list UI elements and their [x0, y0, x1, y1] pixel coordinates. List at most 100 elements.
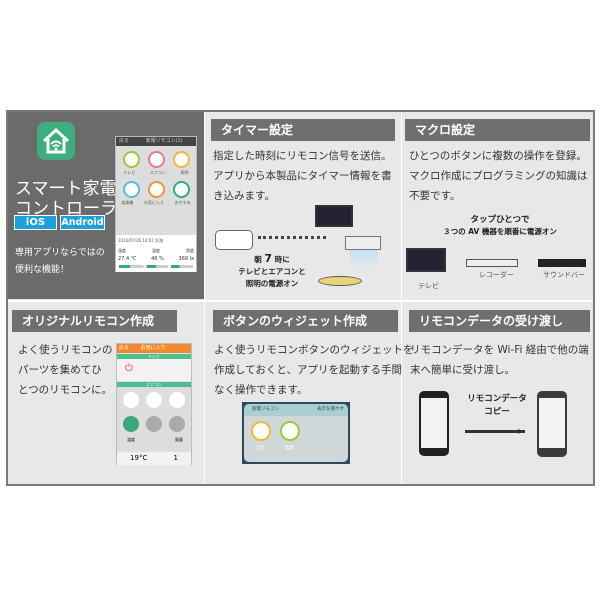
ios-badge: iOS [14, 215, 57, 230]
aircon-icon [345, 236, 381, 250]
timestamp: 2016/07/26 14:07 計測 [118, 238, 164, 243]
caption-text: ３つの AV 機器を順番に電源オン [443, 227, 557, 236]
cool-button[interactable] [123, 392, 139, 408]
text-line: とつのリモコンに。 [18, 384, 113, 396]
app-title-line1: スマート家電 [15, 179, 117, 199]
sensor-label: 温度 [118, 248, 126, 253]
text-line: 末へ簡単に受け渡し。 [410, 364, 515, 376]
device-label: お気に入り [143, 200, 164, 205]
fan-button[interactable] [169, 416, 185, 432]
text-line: 不要です。 [409, 190, 461, 202]
app-desc-line1: 専用アプリならではの [15, 248, 105, 258]
widget-preview: 家電リモコン 表示を増やす 全灯 電源 [242, 402, 350, 464]
section-tv: テレビ [117, 354, 191, 359]
timer-header: タイマー設定 [211, 119, 395, 141]
sensor-value: 369 lx [178, 256, 194, 262]
text-line: パーツを集めてひ [18, 364, 102, 376]
caption-text: 朝 [254, 255, 262, 264]
original-phone-screenshot: 戻る お気に入り テレビ ⏻ エアコン 温度 風量 19°C 1 [116, 343, 192, 465]
sensor-label: 湿度 [152, 248, 160, 253]
original-header: オリジナルリモコン作成 [12, 310, 177, 332]
text-line: き込みます。 [213, 190, 275, 202]
arrow-icon [465, 430, 525, 433]
heat-button[interactable] [146, 392, 162, 408]
text-line: リモコンデータを Wi-Fi 経由で他の端 [410, 344, 589, 356]
light-button[interactable] [251, 421, 271, 441]
macro-text: ひとつのボタンに複数の操作を登録。マクロ作成にプログラミングの知識は不要です。 [409, 146, 588, 206]
sensor-label: 照度 [186, 248, 194, 253]
source-phone [419, 391, 449, 456]
widget-title: 家電リモコン [252, 407, 279, 412]
phone-title: 家電リモコン(1) [145, 138, 183, 144]
section-aircon: エアコン [117, 382, 191, 387]
device-aircon[interactable] [148, 151, 165, 168]
transfer-header: リモコンデータの受け渡し [409, 310, 590, 332]
text-line: なく操作できます。 [214, 384, 308, 396]
caption-text: 照明の電源オン [245, 279, 299, 288]
text-line: よく使うリモコンの [18, 344, 113, 356]
power-button[interactable]: ⏻ [125, 363, 133, 374]
original-text: よく使うリモコンのパーツを集めてひとつのリモコンに。 [18, 340, 113, 400]
caption-text: リモコンデータ [467, 394, 527, 404]
app-icon [37, 122, 75, 160]
device-label: おやすみ [174, 200, 191, 205]
ceiling-light-icon [318, 276, 362, 286]
transfer-caption: リモコンデータコピー [462, 393, 532, 419]
label: 温度 [127, 437, 135, 442]
tv-icon [315, 205, 353, 227]
tv-icon [406, 248, 446, 272]
phone-back: 戻る [119, 345, 130, 351]
macro-caption: タップひとつで ３つの AV 機器を順番に電源オン [420, 214, 580, 238]
hub-device-icon [215, 230, 253, 250]
temp-value: 19°C [130, 454, 148, 462]
dry-button[interactable] [169, 392, 185, 408]
device-fan[interactable] [123, 181, 140, 198]
device-label: レコーダー [479, 271, 514, 279]
tv-button[interactable] [280, 421, 300, 441]
widget-header: ボタンのウィジェット作成 [213, 310, 398, 332]
text-line: マクロ作成にプログラミングの知識は [409, 170, 588, 182]
app-desc-line2: 便利な機能！ [15, 265, 70, 275]
caption-text: タップひとつで [470, 215, 530, 225]
text-line: 指定した時刻にリモコン信号を送信。 [213, 150, 392, 162]
device-label: サウンドバー [543, 271, 585, 279]
label: 風量 [175, 437, 183, 442]
device-favorite[interactable] [148, 181, 165, 198]
app-title-line2: コントローラ [15, 199, 117, 219]
app-phone-screenshot: 戻る 家電リモコン(1) テレビ エアコン 照明 扇風機 お気に入り おやすみ 2016… [115, 136, 197, 272]
text-line: よく使うリモコンボタンのウィジェットを [214, 344, 414, 356]
caption-text: コピー [484, 407, 510, 417]
aircon-wind [350, 250, 378, 268]
recorder-icon [466, 259, 518, 267]
auto-button[interactable] [123, 416, 139, 432]
button-label: 全灯 [256, 446, 265, 451]
caption-text: 時に [274, 255, 290, 264]
timer-text: 指定した時刻にリモコン信号を送信。アプリから本製品にタイマー情報を書き込みます。 [213, 146, 392, 206]
fan-value: 1 [173, 454, 178, 462]
device-label: 照明 [180, 170, 189, 175]
text-line: ひとつのボタンに複数の操作を登録。 [409, 150, 587, 162]
device-label: 扇風機 [121, 200, 134, 205]
target-phone [537, 391, 567, 457]
button-label: 電源 [285, 446, 294, 451]
caption-text: テレビとエアコンと [238, 267, 306, 276]
mode-button[interactable] [146, 416, 162, 432]
timer-caption: 朝 7 時に テレビとエアコンと照明の電源オン [232, 253, 312, 290]
phone-title: お気に入り [140, 345, 166, 351]
text-line: 作成しておくと、アプリを起動する手間 [214, 364, 402, 376]
device-label: テレビ [123, 170, 136, 175]
device-tv[interactable] [123, 151, 140, 168]
signal-arrow [258, 236, 326, 239]
soundbar-icon [538, 259, 586, 267]
phone-back: 戻る [119, 138, 130, 144]
sensor-value: 46 % [151, 256, 164, 262]
device-label: エアコン [149, 170, 166, 175]
show-more-link[interactable]: 表示を増やす [317, 407, 344, 412]
sensor-value: 27.4 ℃ [118, 256, 137, 262]
caption-hour: 7 [264, 252, 273, 265]
device-light[interactable] [173, 151, 190, 168]
transfer-text: リモコンデータを Wi-Fi 経由で他の端末へ簡単に受け渡し。 [410, 340, 589, 380]
device-label: テレビ [418, 282, 439, 290]
macro-header: マクロ設定 [405, 119, 590, 141]
device-sleep[interactable] [173, 181, 190, 198]
